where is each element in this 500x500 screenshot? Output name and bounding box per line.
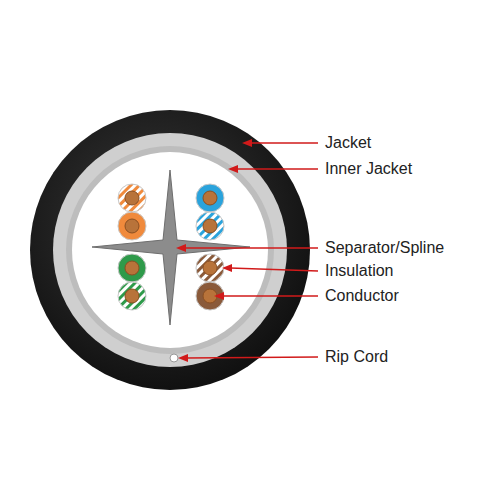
insulation: [118, 282, 146, 310]
arrowhead: [242, 139, 252, 147]
insulation: [196, 282, 224, 310]
insulation: [118, 184, 146, 212]
conductor: [125, 219, 139, 233]
part-label: Jacket: [325, 134, 371, 152]
leader-line: [230, 268, 318, 271]
leader-line: [184, 247, 318, 249]
conductor: [203, 219, 217, 233]
insulation: [196, 254, 224, 282]
arrowhead: [222, 264, 232, 272]
leader-line: [222, 295, 318, 297]
conductor: [125, 191, 139, 205]
conductors: [125, 191, 217, 303]
arrowhead: [214, 292, 224, 300]
conductor: [125, 289, 139, 303]
conductor: [203, 191, 217, 205]
jacket: [30, 110, 310, 390]
inner-jacket: [53, 133, 287, 367]
leader-lines: [176, 139, 318, 362]
leader-line: [186, 357, 318, 358]
arrowhead: [178, 354, 188, 362]
leader-line: [236, 168, 318, 170]
rip-cord: [170, 354, 178, 362]
insulation: [196, 184, 224, 212]
part-label: Rip Cord: [325, 348, 388, 366]
cable-core: [72, 152, 268, 348]
part-label: Conductor: [325, 287, 399, 305]
arrowhead: [228, 165, 238, 173]
twisted-pairs: [118, 184, 224, 310]
arrowhead: [176, 244, 186, 252]
part-label: Insulation: [325, 262, 394, 280]
insulation: [118, 254, 146, 282]
part-label: Inner Jacket: [325, 160, 412, 178]
inner-jacket-edge: [66, 146, 274, 354]
leader-line: [250, 142, 318, 144]
conductor: [203, 261, 217, 275]
insulation: [196, 212, 224, 240]
conductor: [125, 261, 139, 275]
insulation: [118, 212, 146, 240]
part-label: Separator/Spline: [325, 239, 444, 257]
